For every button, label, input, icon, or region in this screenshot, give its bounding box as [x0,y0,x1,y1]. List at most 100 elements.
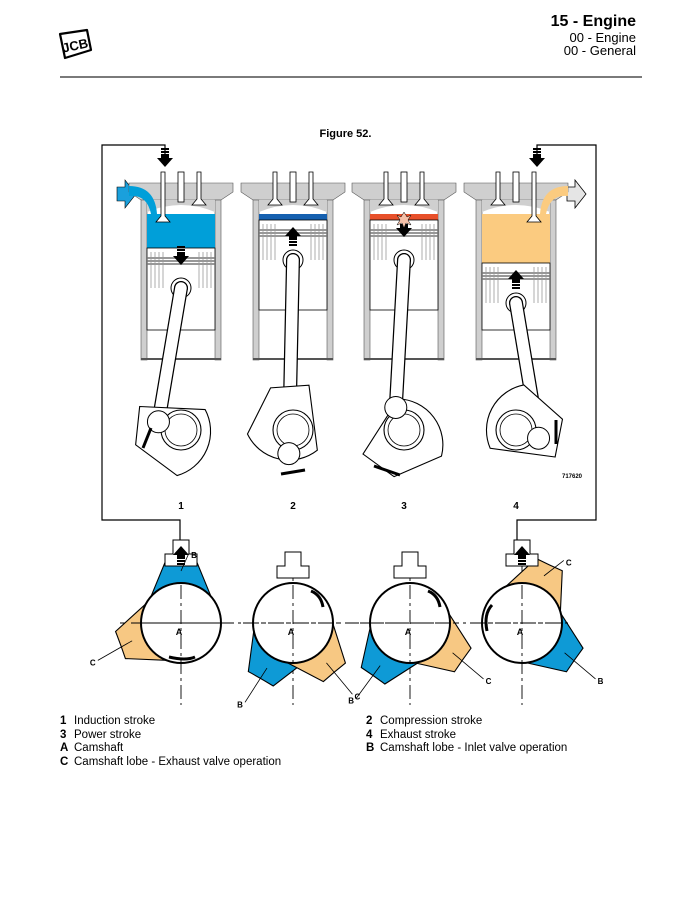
camshaft-3: A B C [348,551,492,706]
cylinder-base [476,358,556,360]
camshaft-2: ABC [237,551,361,709]
cylinder-wall-right [437,199,445,361]
cylinder-wall-left [252,199,260,361]
inlet-valve [378,171,394,206]
legend-key: 4 [366,728,373,741]
cylinder-stroke-3 [351,171,457,478]
legend-item: 4 Exhaust stroke [366,729,567,743]
cam-rotation-arrow [427,589,442,608]
cylinder-wall-left [475,199,483,361]
figure-reference-code: 717620 [562,474,583,480]
inlet-lobe-label: B [598,677,604,686]
stroke-number-4: 4 [513,501,519,512]
figure-title: Figure 52. [319,128,372,140]
camshaft-1: A B C [90,539,231,705]
crankpin [277,442,301,466]
cylinder-wall-left [140,199,148,361]
exhaust-valve [303,171,319,206]
crankpin [384,395,408,419]
leader-line [452,652,484,680]
leader-line [244,667,268,703]
inlet-lobe [526,613,584,673]
camshaft-label-a: A [517,627,524,637]
cam-rotation-arrow [168,655,196,661]
leader-line [180,552,190,572]
cylinder-wall-right [214,199,222,361]
subsection-title: 00 - Engine [569,30,637,45]
connecting-rod [390,254,410,414]
cylinder-stroke-1 [128,171,234,477]
leader-line [543,560,565,577]
leader-line [326,662,353,695]
camshaft-label-a: A [176,627,183,637]
cam-rotation-arrow [310,589,325,608]
legend-text: Compression stroke [380,715,483,727]
inlet-lobe-label: B [348,697,354,706]
legend-item: A Camshaft [60,742,281,756]
stroke-number-3: 3 [401,501,407,512]
leader-line [355,665,381,699]
exhaust-lobe [286,623,347,683]
cam-follower [276,551,310,579]
legend-item: 2 Compression stroke [366,715,567,729]
exhaust-valve [191,171,207,206]
crankpin [146,410,170,434]
header-divider [60,76,642,78]
rotation-arrow [141,427,153,449]
rotation-arrow [280,468,306,476]
inlet-lobe-label: B [237,700,243,709]
legend-key: B [366,742,375,754]
spark-icon [396,211,412,229]
cylinder-wall-left [363,199,371,361]
injector [400,171,408,203]
exhaust-lobe-label: C [486,677,492,686]
exhaust-valve [414,171,430,206]
exhaust-port-flow [540,186,568,214]
legend-right: 2 Compression stroke 4 Exhaust stroke B Cam… [366,715,567,756]
legend-key: 3 [60,728,67,741]
legend-text: Camshaft [74,742,124,754]
legend-text: Induction stroke [74,715,156,727]
legend-key: 2 [366,715,373,727]
inlet-lobe-label: B [191,551,197,560]
legend-text: Exhaust stroke [380,728,457,741]
legend-key: 1 [60,715,67,727]
intake-port-flow [129,186,157,214]
legend-text: Camshaft lobe - Inlet valve operation [380,742,568,754]
camshaft-4: A B C [472,539,604,705]
inlet-valve [490,171,506,206]
cylinder-stroke-4 [463,171,569,458]
legend-key: C [60,755,69,768]
legend-item: B Camshaft lobe - Inlet valve operation [366,742,567,756]
logo-text: JCB [61,35,90,55]
injector [177,171,185,203]
intake-flow-arrow [116,179,137,209]
exhaust-lobe-label: C [566,558,572,567]
inlet-valve [155,171,171,223]
leader-line [564,652,596,680]
cylinder-stroke-2 [240,171,346,476]
injector [512,171,520,203]
rotation-arrow [373,464,401,477]
camshaft-label-a: A [405,627,412,637]
exhaust-lobe-label: C [90,658,96,667]
cylinder-wall-right [326,199,334,361]
section-title: 15 - Engine [550,13,636,30]
cylinder-charge [259,214,327,220]
camshaft-label-a: A [288,627,295,637]
cylinder-wall-right [549,199,557,361]
jcb-logo: JCB [58,28,93,60]
cylinder-base [141,358,221,360]
legend-item: 1 Induction stroke [60,715,281,729]
exhaust-valve [526,171,542,223]
exhaust-flow-arrow [566,178,587,210]
cylinder-charge [147,214,215,248]
legend-key: A [60,742,69,754]
page-header: 15 - Engine 00 - Engine 00 - General [551,12,636,57]
stroke-number-2: 2 [290,501,296,512]
exhaust-lobe [414,613,472,673]
cam-rotation-arrow [484,603,494,632]
